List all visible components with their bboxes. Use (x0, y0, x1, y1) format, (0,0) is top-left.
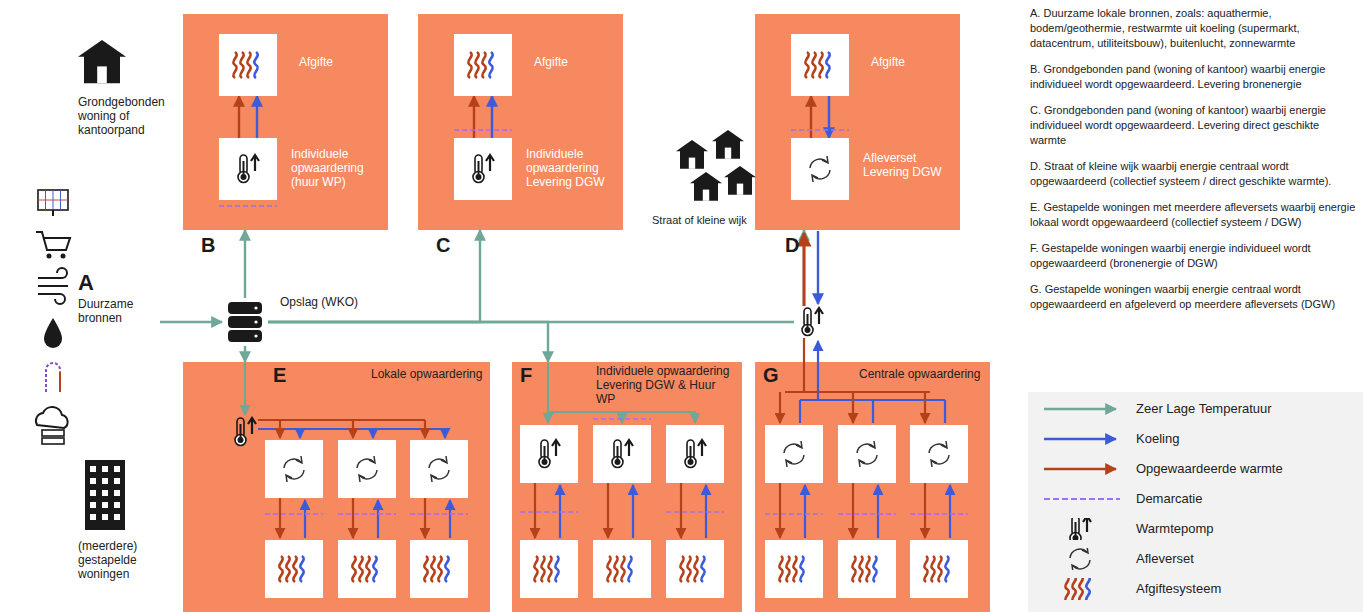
source-node: A Duurzame bronnen (78, 270, 160, 328)
legend-label: Afgiftesysteem (1136, 581, 1221, 596)
legend-row: Koeling (1028, 428, 1363, 450)
letter-label: F (520, 364, 532, 387)
component-box: Afgifte (454, 34, 512, 96)
panel-ground (755, 362, 990, 612)
system-panel: CAfgifteIndividuele opwaardering Leverin… (418, 14, 623, 230)
flow-connector (268, 230, 480, 322)
node-label: Centrale opwaardering (859, 368, 980, 382)
legend-sample (1042, 548, 1122, 570)
symbol-icon (791, 138, 849, 200)
node-label: Opslag (WKO) (280, 296, 358, 310)
flow-connector (244, 230, 246, 298)
explanation-note: E. Gestapelde woningen met meerdere afle… (1030, 200, 1358, 230)
building-pictograms (78, 40, 756, 530)
explanation-note: B. Grondgebonden pand (woning of kantoor… (1030, 62, 1358, 92)
symbol-icon (222, 298, 268, 346)
letter-label: B (201, 234, 215, 257)
explanation-note: F. Gestapelde woningen waarbij energie i… (1030, 241, 1358, 271)
panel-ground (183, 14, 388, 230)
symbol-icon (791, 34, 849, 96)
symbol-icon (219, 34, 277, 96)
node-label: Individuele opwaardering Levering DGW (526, 148, 618, 189)
notes-column: A. Duurzame lokale bronnen, zoals: aquat… (1030, 6, 1358, 323)
flow-connector (160, 321, 222, 323)
flow-connector (244, 346, 246, 362)
system-panel: E Lokale opwaardering (183, 362, 490, 612)
legend-sample (1042, 578, 1122, 600)
node-label: Afgifte (534, 56, 568, 70)
flow-connector (238, 96, 240, 138)
symbol-icon (219, 138, 277, 200)
letter-label: E (273, 364, 286, 387)
legend-sample (1042, 518, 1122, 540)
letter-label: A (78, 270, 94, 295)
legend-row: Warmtepomp (1028, 518, 1363, 540)
node-label: Afleverset Levering DGW (863, 152, 955, 180)
explanation-note: D. Straat of kleine wijk waarbij energie… (1030, 159, 1358, 189)
legend-row: Afleverset (1028, 548, 1363, 570)
panel-ground (183, 362, 490, 612)
flow-connector (256, 96, 258, 138)
legend-sample (1042, 398, 1122, 420)
explanation-note: A. Duurzame lokale bronnen, zoals: aquat… (1030, 6, 1358, 51)
legend-label: Zeer Lage Temperatuur (1136, 401, 1272, 416)
legend-sample (1042, 428, 1122, 450)
flow-connector (810, 96, 812, 138)
legend-label: Opgewaardeerde warmte (1136, 461, 1283, 476)
legend-sample (1042, 458, 1122, 480)
legend-row: Afgiftesysteem (1028, 578, 1363, 600)
node-label: Individuele opwaardering Levering DGW & … (596, 365, 738, 406)
node-label: Afgifte (871, 56, 905, 70)
legend-label: Koeling (1136, 431, 1179, 446)
node-label: Individuele opwaardering (huur WP) (291, 148, 383, 189)
letter-label: C (436, 234, 450, 257)
legend-row: Opgewaardeerde warmte (1028, 458, 1363, 480)
legend-row: Zeer Lage Temperatuur (1028, 398, 1363, 420)
legend-sample (1042, 488, 1122, 510)
panel-ground (512, 362, 742, 612)
legend-row: Demarcatie (1028, 488, 1363, 510)
legend-panel: Zeer Lage TemperatuurKoelingOpgewaardeer… (1028, 392, 1363, 612)
node-label: Afgifte (299, 56, 333, 70)
source-node: Opslag (WKO) (222, 298, 268, 346)
explanation-note: C. Grondgebonden pand (woning of kantoor… (1030, 103, 1358, 148)
component-box: Afleverset Levering DGW (791, 138, 849, 200)
legend-label: Afleverset (1136, 551, 1194, 566)
component-box: Afgifte (791, 34, 849, 96)
legend-label: Demarcatie (1136, 491, 1202, 506)
system-panel: DAfgifteAfleverset Levering DGW (755, 14, 960, 230)
flow-connector (828, 96, 830, 138)
component-box: Afgifte (219, 34, 277, 96)
component-box: Individuele opwaardering (huur WP) (219, 138, 277, 200)
panel-e-details (231, 363, 468, 598)
letter-label: G (763, 364, 779, 387)
flow-connector (491, 96, 493, 138)
place-label: (meerdere) gestapelde woningen (78, 540, 170, 581)
node-label: Duurzame bronnen (78, 298, 158, 326)
place-label: Grondgebonden woning of kantoorpand (78, 96, 188, 137)
system-panel: G Centrale opwaardering (755, 362, 990, 612)
flow-connector (268, 230, 804, 322)
system-panel: F Individuele opwaardering Levering DGW &… (512, 362, 742, 612)
panel-ground (418, 14, 623, 230)
panel-g-details (765, 392, 968, 598)
panel-f-details (520, 363, 724, 598)
symbol-icon (454, 138, 512, 200)
flow-connector (473, 96, 475, 138)
place-label: Straat of kleine wijk (652, 214, 747, 227)
letter-label: D (785, 234, 799, 257)
symbol-icon (454, 34, 512, 96)
explanation-note: G. Gestapelde woningen waarbij energie c… (1030, 282, 1358, 312)
component-box: Individuele opwaardering Levering DGW (454, 138, 512, 200)
source-pictograms (36, 190, 70, 444)
system-panel: BAfgifteIndividuele opwaardering (huur W… (183, 14, 388, 230)
node-label: Lokale opwaardering (371, 368, 482, 382)
panel-details (219, 130, 849, 206)
flow-connector (268, 322, 548, 362)
central-heat-pump (794, 231, 828, 400)
panel-ground (755, 14, 960, 230)
legend-label: Warmtepomp (1136, 521, 1214, 536)
